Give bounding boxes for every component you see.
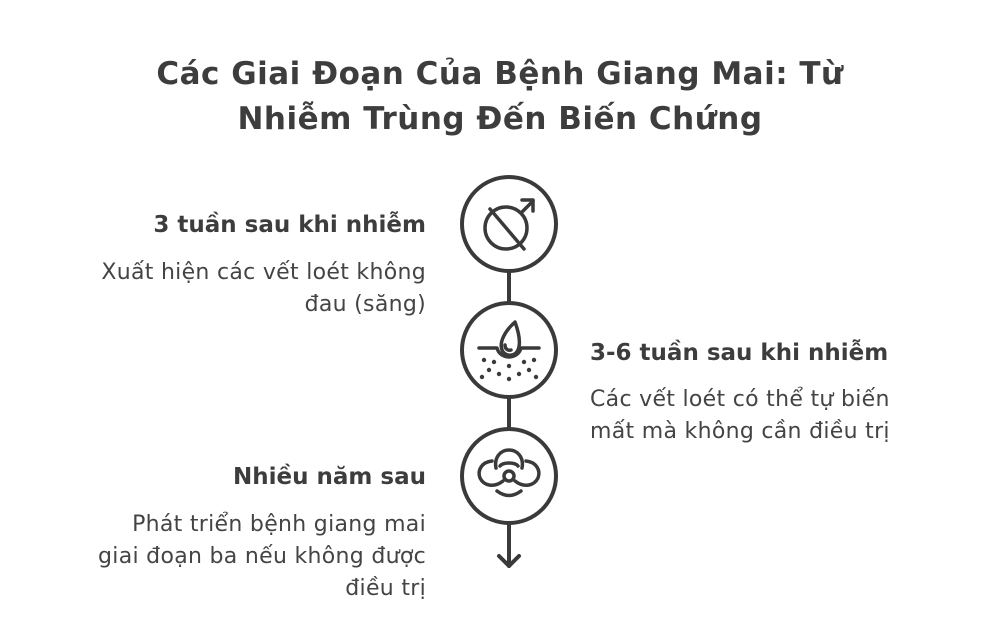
stage-1-heading: 3 tuần sau khi nhiễm: [153, 212, 426, 238]
stage-1-description-line: đau (săng): [304, 292, 426, 317]
stage-1-description-line: Xuất hiện các vết loét không: [101, 260, 426, 285]
stage-3-circle: [460, 427, 558, 525]
biohazard-icon: [477, 448, 541, 498]
stage-2-circle: [460, 301, 558, 399]
timeline-arrow-head: [497, 554, 521, 568]
skin-dots: [479, 357, 539, 382]
stage-3-description-line: điều trị: [345, 576, 426, 601]
stage-2-description-line: mất mà không cần điều trị: [590, 419, 890, 444]
stage-2-description-line: Các vết loét có thể tự biến: [590, 387, 890, 412]
stage-3-description-line: Phát triển bệnh giang mai: [132, 512, 426, 537]
title-line-2: Nhiễm Trùng Đến Biến Chứng: [237, 101, 763, 137]
male-symbol-slashed-icon: [483, 198, 535, 251]
diagram-title: Các Giai Đoạn Của Bệnh Giang Mai: Từ Nhi…: [0, 52, 1000, 142]
title-line-1: Các Giai Đoạn Của Bệnh Giang Mai: Từ: [156, 56, 844, 92]
stage-2-heading: 3-6 tuần sau khi nhiễm: [590, 340, 889, 366]
skin-drop-icon: [477, 320, 541, 359]
stage-3-description-line: giai đoạn ba nếu không được: [98, 544, 426, 569]
stage-1-circle: [460, 175, 558, 273]
stage-3-description: Phát triển bệnh giang mai giai đoạn ba n…: [98, 509, 426, 605]
stage-2-description: Các vết loét có thể tự biến mất mà không…: [590, 384, 890, 448]
stage-1-description: Xuất hiện các vết loét không đau (săng): [101, 257, 426, 321]
stage-3-heading: Nhiều năm sau: [233, 464, 426, 490]
